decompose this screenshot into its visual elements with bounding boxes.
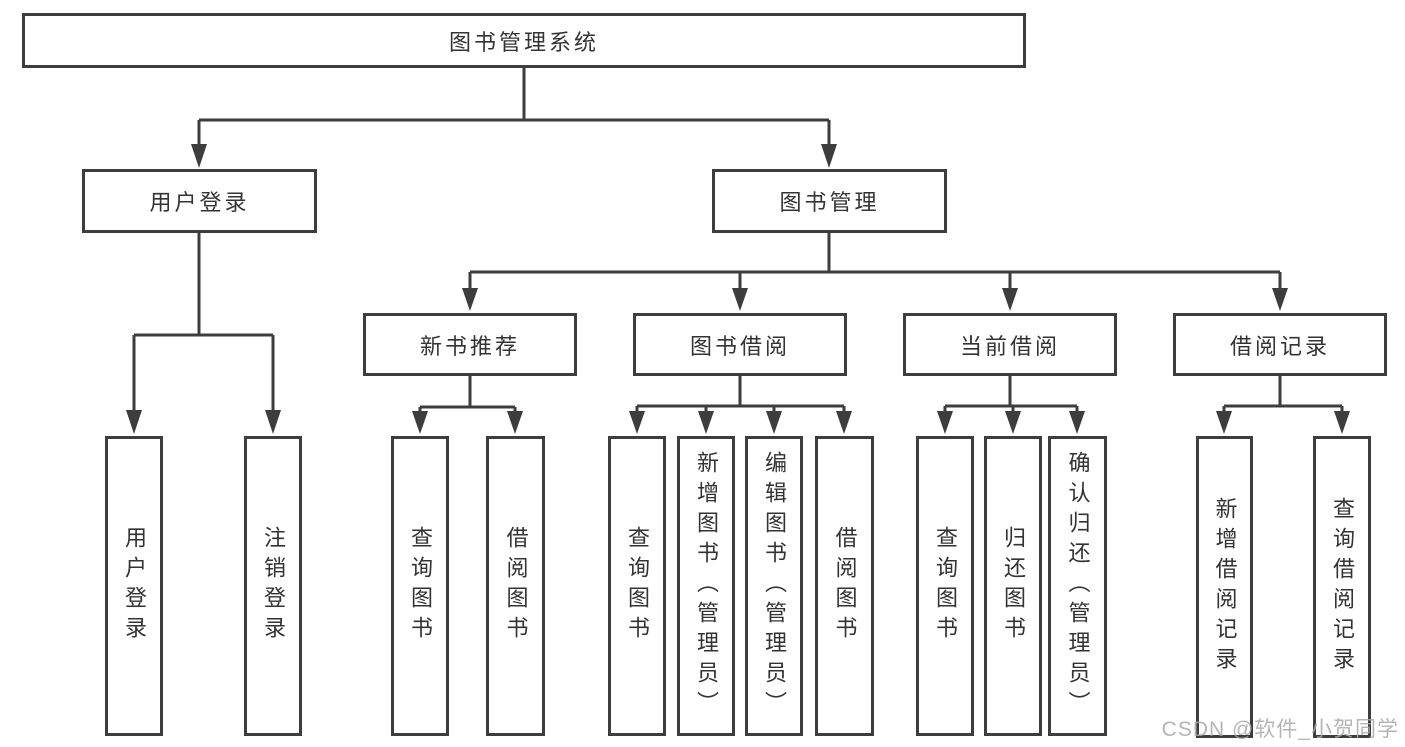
arrowhead [698, 411, 714, 434]
leaf-recommend-query-books: 查询图书 [391, 436, 449, 736]
arrowhead [265, 410, 281, 434]
leaf-current-confirm-return-admin: 确认归还（管理员） [1048, 436, 1107, 736]
leaf-records-query-record: 查询借阅记录 [1313, 436, 1371, 738]
leaf-logout: 注销登录 [244, 436, 302, 736]
node-book-borrowing: 图书借阅 [633, 313, 847, 376]
arrowhead [836, 411, 852, 434]
node-book-management-branch: 图书管理 [712, 169, 947, 233]
connector-current-to-leaves [937, 376, 1085, 434]
arrowhead [462, 288, 478, 311]
arrowhead [1069, 411, 1085, 434]
leaf-user-login: 用户登录 [105, 436, 163, 736]
node-user-login-branch: 用户登录 [82, 169, 317, 233]
arrowhead [1216, 411, 1232, 434]
arrowhead [126, 410, 142, 434]
arrowhead [937, 411, 953, 434]
arrowhead [766, 411, 782, 434]
leaf-current-query-books: 查询图书 [916, 436, 974, 736]
arrowhead [732, 288, 748, 311]
arrowhead [629, 411, 645, 434]
connector-borrowing-to-leaves [629, 376, 852, 434]
connector-user-login-to-leaves [126, 233, 281, 434]
leaf-borrowing-add-books-admin: 新增图书（管理员） [677, 436, 735, 736]
leaf-borrowing-query-books: 查询图书 [608, 436, 666, 736]
arrowhead [1005, 411, 1021, 434]
leaf-recommend-borrow-books: 借阅图书 [486, 436, 545, 736]
leaf-current-return-books: 归还图书 [984, 436, 1042, 736]
arrowhead [1334, 411, 1350, 434]
connector-recommend-to-leaves [412, 376, 523, 434]
csdn-watermark: CSDN @软件_小贺同学 [1161, 718, 1399, 741]
arrowhead [1272, 288, 1288, 311]
arrowhead [821, 144, 837, 168]
arrowhead [507, 411, 523, 434]
leaf-borrowing-edit-books-admin: 编辑图书（管理员） [745, 436, 803, 736]
node-borrowing-records: 借阅记录 [1173, 313, 1387, 376]
leaf-borrowing-borrow-books: 借阅图书 [815, 436, 874, 736]
arrowhead [191, 144, 207, 168]
node-root-library-management-system: 图书管理系统 [22, 13, 1026, 68]
leaf-records-add-record: 新增借阅记录 [1196, 436, 1253, 738]
arrowhead [412, 411, 428, 434]
connector-root-to-branches [191, 68, 837, 168]
connector-book-mgmt-to-modules [462, 233, 1288, 311]
arrowhead [1002, 288, 1018, 311]
node-new-book-recommend: 新书推荐 [363, 313, 577, 376]
connector-records-to-leaves [1216, 376, 1350, 434]
node-current-borrowing: 当前借阅 [903, 313, 1117, 376]
